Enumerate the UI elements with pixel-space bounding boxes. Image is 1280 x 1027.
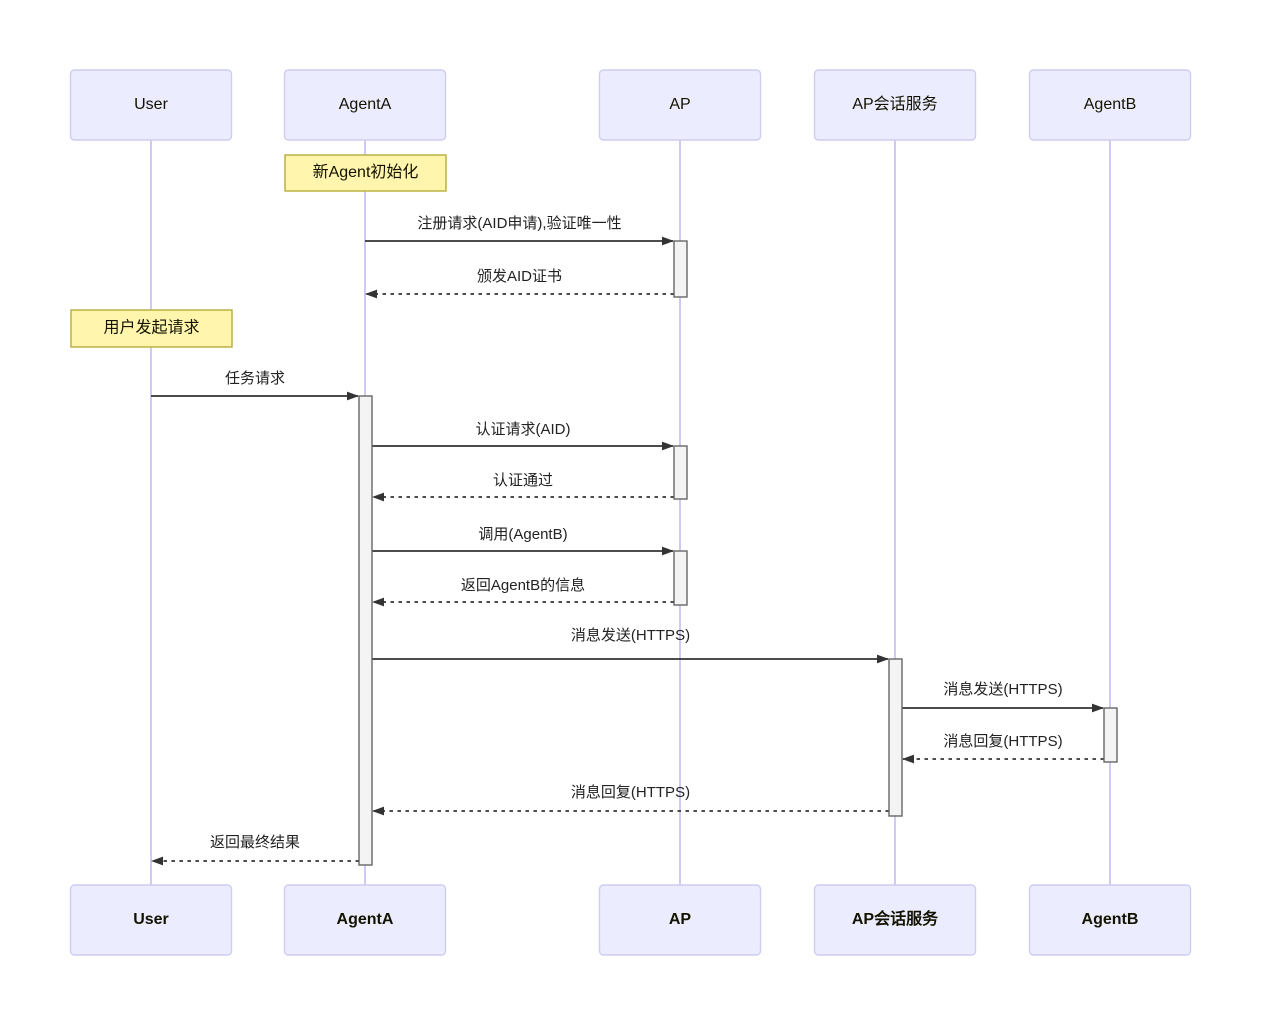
actor-label-agentb-top: AgentB: [1084, 96, 1136, 113]
actor-box-ap-bottom[interactable]: [598, 884, 762, 956]
message-label-m7: 返回AgentB的信息: [461, 577, 585, 594]
actor-label-user-top: User: [134, 96, 168, 113]
lifelines-layer: [150, 140, 1111, 885]
actor-label-apsess-bottom: AP会话服务: [852, 909, 939, 928]
note-user-request-label: 用户发起请求: [103, 319, 199, 337]
actor-box-ap-top[interactable]: [598, 69, 762, 141]
actor-ap-bottom[interactable]: AP: [598, 884, 762, 956]
actor-box-agentb-top[interactable]: [1028, 69, 1192, 141]
message-label-m3: 任务请求: [225, 370, 285, 387]
actor-label-ap-top: AP: [669, 96, 690, 113]
message-m4: 认证请求(AID): [372, 421, 674, 451]
actor-agentb-bottom[interactable]: AgentB: [1028, 884, 1192, 956]
actor-apsess-bottom[interactable]: AP会话服务: [813, 884, 977, 956]
actor-label-ap-bottom: AP: [669, 911, 692, 928]
act-ap-3: [673, 550, 688, 606]
message-m11: 消息回复(HTTPS): [372, 783, 889, 816]
act-ap-2: [673, 445, 688, 500]
message-label-m9: 消息发送(HTTPS): [943, 681, 1062, 698]
message-label-m4: 认证请求(AID): [476, 421, 571, 438]
actor-box-apsess-bottom[interactable]: [813, 884, 977, 956]
actor-apsess-top[interactable]: AP会话服务: [813, 69, 977, 141]
actor-agenta-top[interactable]: AgentA: [283, 69, 447, 141]
actor-user-bottom[interactable]: User: [69, 884, 233, 956]
act-agenta-1: [358, 395, 373, 866]
message-m3: 任务请求: [151, 370, 359, 401]
message-m7: 返回AgentB的信息: [372, 577, 674, 607]
message-label-m5: 认证通过: [493, 472, 553, 489]
actor-box-agenta-top[interactable]: [283, 69, 447, 141]
note-new-agent-init-label: 新Agent初始化: [313, 163, 419, 181]
note-new-agent-init-box: [284, 154, 447, 192]
message-label-m2: 颁发AID证书: [477, 268, 562, 285]
actor-box-user-top[interactable]: [69, 69, 233, 141]
actor-boxes-bottom: User AgentA AP AP会话服务 AgentB: [69, 884, 1192, 956]
message-m10: 消息回复(HTTPS): [902, 732, 1104, 764]
actor-agenta-bottom[interactable]: AgentA: [283, 884, 447, 956]
actor-ap-top[interactable]: AP: [598, 69, 762, 141]
note-user-request-box: [70, 309, 233, 348]
message-m1: 注册请求(AID申请),验证唯一性: [365, 215, 674, 246]
message-label-m10: 消息回复(HTTPS): [943, 732, 1062, 750]
actor-box-apsess-top[interactable]: [813, 69, 977, 141]
actor-label-agenta-bottom: AgentA: [337, 911, 394, 928]
message-m9: 消息发送(HTTPS): [902, 681, 1104, 713]
actor-box-agentb-bottom[interactable]: [1028, 884, 1192, 956]
note-user-request: 用户发起请求: [70, 309, 233, 348]
actor-label-agentb-bottom: AgentB: [1082, 911, 1139, 928]
message-label-m12: 返回最终结果: [210, 834, 300, 851]
message-m5: 认证通过: [372, 472, 674, 502]
message-m8: 消息发送(HTTPS): [372, 627, 889, 664]
message-label-m11: 消息回复(HTTPS): [571, 783, 690, 801]
act-ap-1: [673, 240, 688, 298]
message-label-m1: 注册请求(AID申请),验证唯一性: [417, 215, 621, 232]
actor-user-top[interactable]: User: [69, 69, 233, 141]
actor-label-agenta-top: AgentA: [339, 96, 392, 113]
actor-boxes-top: User AgentA AP AP会话服务 AgentB: [69, 69, 1192, 141]
act-apsess-1: [888, 658, 903, 817]
note-new-agent-init: 新Agent初始化: [284, 154, 447, 192]
message-m2: 颁发AID证书: [365, 268, 674, 299]
actor-agentb-top[interactable]: AgentB: [1028, 69, 1192, 141]
act-agentb-1: [1103, 707, 1118, 763]
actor-label-apsess-top: AP会话服务: [852, 95, 937, 113]
message-label-m8: 消息发送(HTTPS): [571, 627, 690, 644]
actor-label-user-bottom: User: [133, 911, 169, 928]
actor-box-user-bottom[interactable]: [69, 884, 233, 956]
activations-layer: [358, 240, 1118, 866]
message-m12: 返回最终结果: [151, 834, 359, 866]
message-m6: 调用(AgentB): [372, 526, 674, 556]
actor-box-agenta-bottom[interactable]: [283, 884, 447, 956]
message-label-m6: 调用(AgentB): [478, 526, 567, 543]
